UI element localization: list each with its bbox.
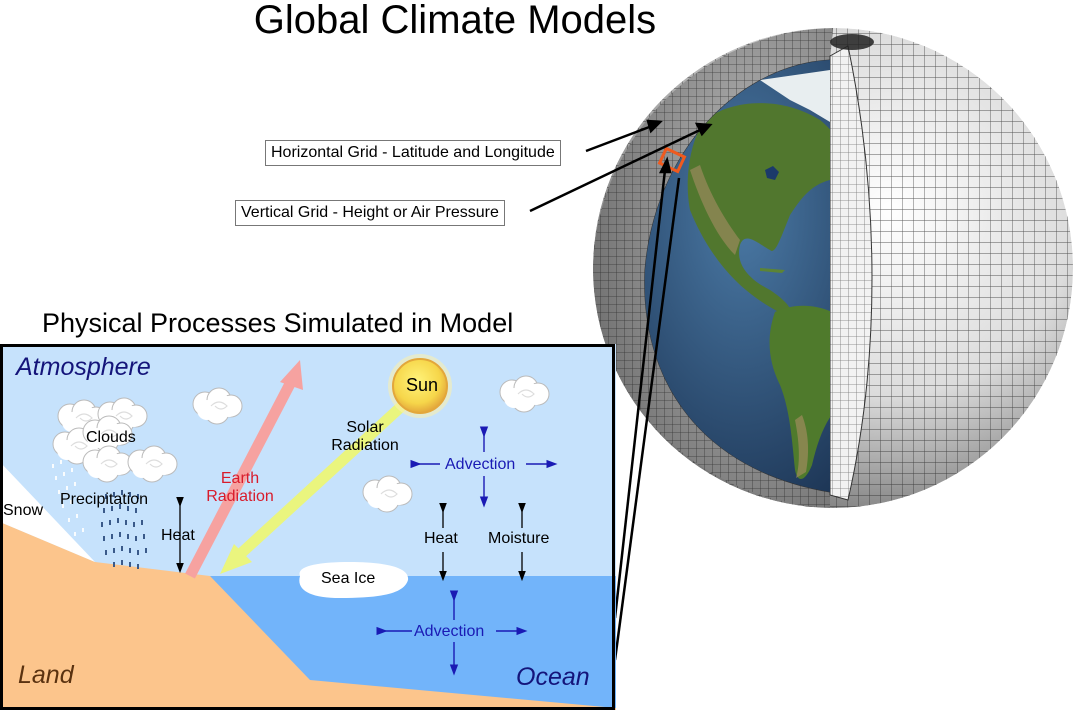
heat-land-label: Heat <box>161 527 195 544</box>
snow-area <box>0 462 95 562</box>
solar-radiation-arrow <box>220 399 408 574</box>
atmosphere-label: Atmosphere <box>16 353 151 381</box>
sea-ice-label: Sea Ice <box>321 570 376 587</box>
physical-processes-panel: Atmosphere Land Ocean Sun Clouds Snow Pr… <box>0 344 616 710</box>
clouds-label: Clouds <box>86 429 136 446</box>
north-pole <box>830 34 874 50</box>
solar-radiation-label: Solar Radiation <box>331 419 399 454</box>
sea-ice <box>299 562 409 598</box>
sun-icon <box>392 358 448 414</box>
earth-radiation-arrow <box>185 360 303 579</box>
vertical-grid-callout: Vertical Grid - Height or Air Pressure <box>235 200 505 226</box>
moisture-label: Moisture <box>488 530 550 547</box>
land-area <box>0 522 616 710</box>
horizontal-grid-callout: Horizontal Grid - Latitude and Longitude <box>265 140 561 166</box>
land-label: Land <box>18 661 74 689</box>
advection-atmosphere-label: Advection <box>445 456 516 473</box>
snow-label: Snow <box>3 502 44 519</box>
leader-lines <box>529 119 713 661</box>
earth-radiation-label: Earth Radiation <box>206 470 274 505</box>
page-title: Global Climate Models <box>253 0 657 42</box>
sun-label: Sun <box>405 375 439 395</box>
ocean-label: Ocean <box>516 663 590 691</box>
advection-ocean-label: Advection <box>414 623 485 640</box>
precipitation-label: Precipitation <box>60 491 149 508</box>
heat-ocean-label: Heat <box>424 530 458 547</box>
process-panel-heading: Physical Processes Simulated in Model <box>42 308 514 338</box>
